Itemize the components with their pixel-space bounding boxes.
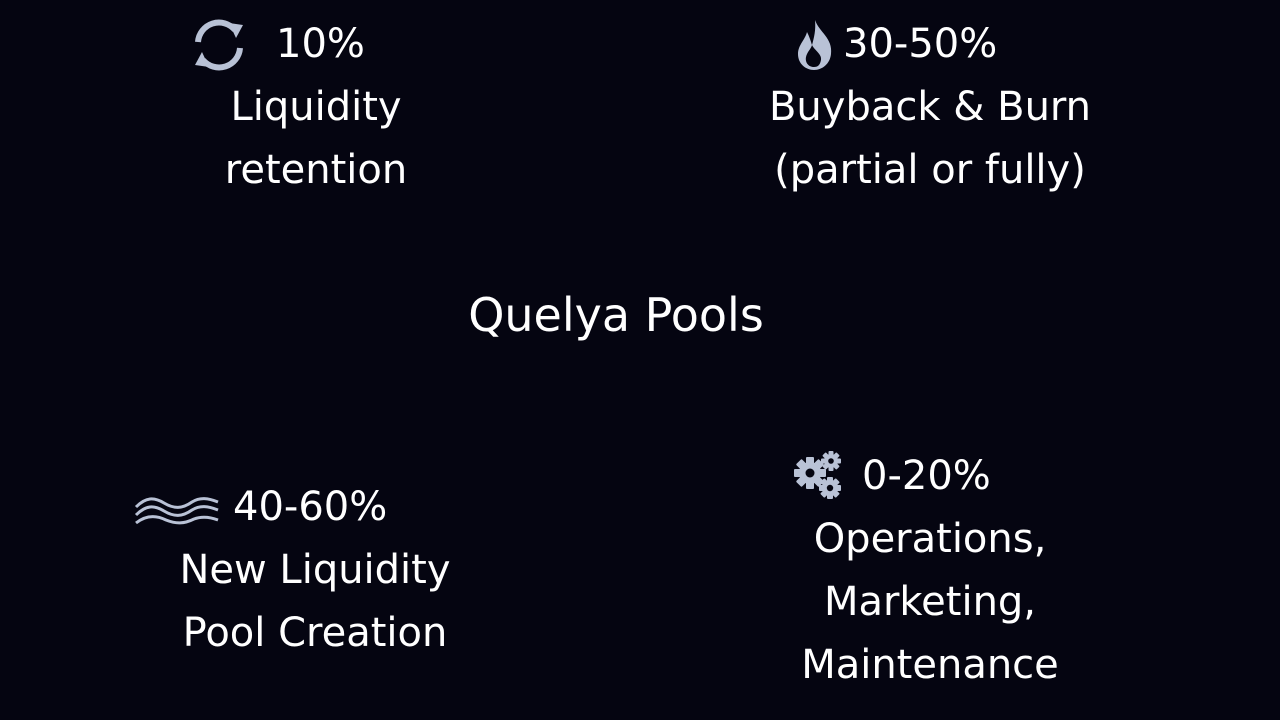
allocation-label-line: Marketing, — [823, 579, 1037, 625]
allocation-label-line: New Liquidity — [179, 547, 451, 593]
allocation-label-line: Operations, — [813, 516, 1047, 562]
allocation-percent: 40-60% — [233, 484, 388, 530]
pools-title: Quelya Pools — [468, 288, 764, 342]
allocation-label-line: (partial or fully) — [774, 147, 1086, 193]
allocation-percent-row: 0-20% — [760, 445, 1100, 508]
allocation-percent-row: 10% — [186, 13, 446, 76]
allocation-percent-row: 30-50% — [730, 13, 1130, 76]
allocation-new-liquidity-pool: 40-60% New Liquidity Pool Creation — [130, 476, 500, 665]
allocation-operations: 0-20% Operations, Marketing, Maintenance — [760, 445, 1100, 697]
allocation-buyback-burn: 30-50% Buyback & Burn (partial or fully) — [730, 13, 1130, 202]
allocation-percent: 30-50% — [843, 21, 998, 67]
fire-icon — [793, 18, 835, 72]
allocation-label-line: retention — [224, 147, 408, 193]
allocation-percent: 10% — [276, 21, 365, 67]
allocation-percent: 0-20% — [862, 453, 991, 499]
refresh-icon — [188, 17, 250, 73]
allocation-label-line: Liquidity — [230, 84, 402, 130]
gears-icon — [793, 449, 849, 503]
allocation-label-line: Maintenance — [801, 642, 1059, 688]
allocation-liquidity-retention: 10% Liquidity retention — [186, 13, 446, 202]
water-wave-icon — [134, 493, 220, 527]
allocation-label-line: Buyback & Burn — [768, 84, 1092, 130]
allocation-percent-row: 40-60% — [130, 476, 500, 539]
allocation-label-line: Pool Creation — [182, 610, 448, 656]
